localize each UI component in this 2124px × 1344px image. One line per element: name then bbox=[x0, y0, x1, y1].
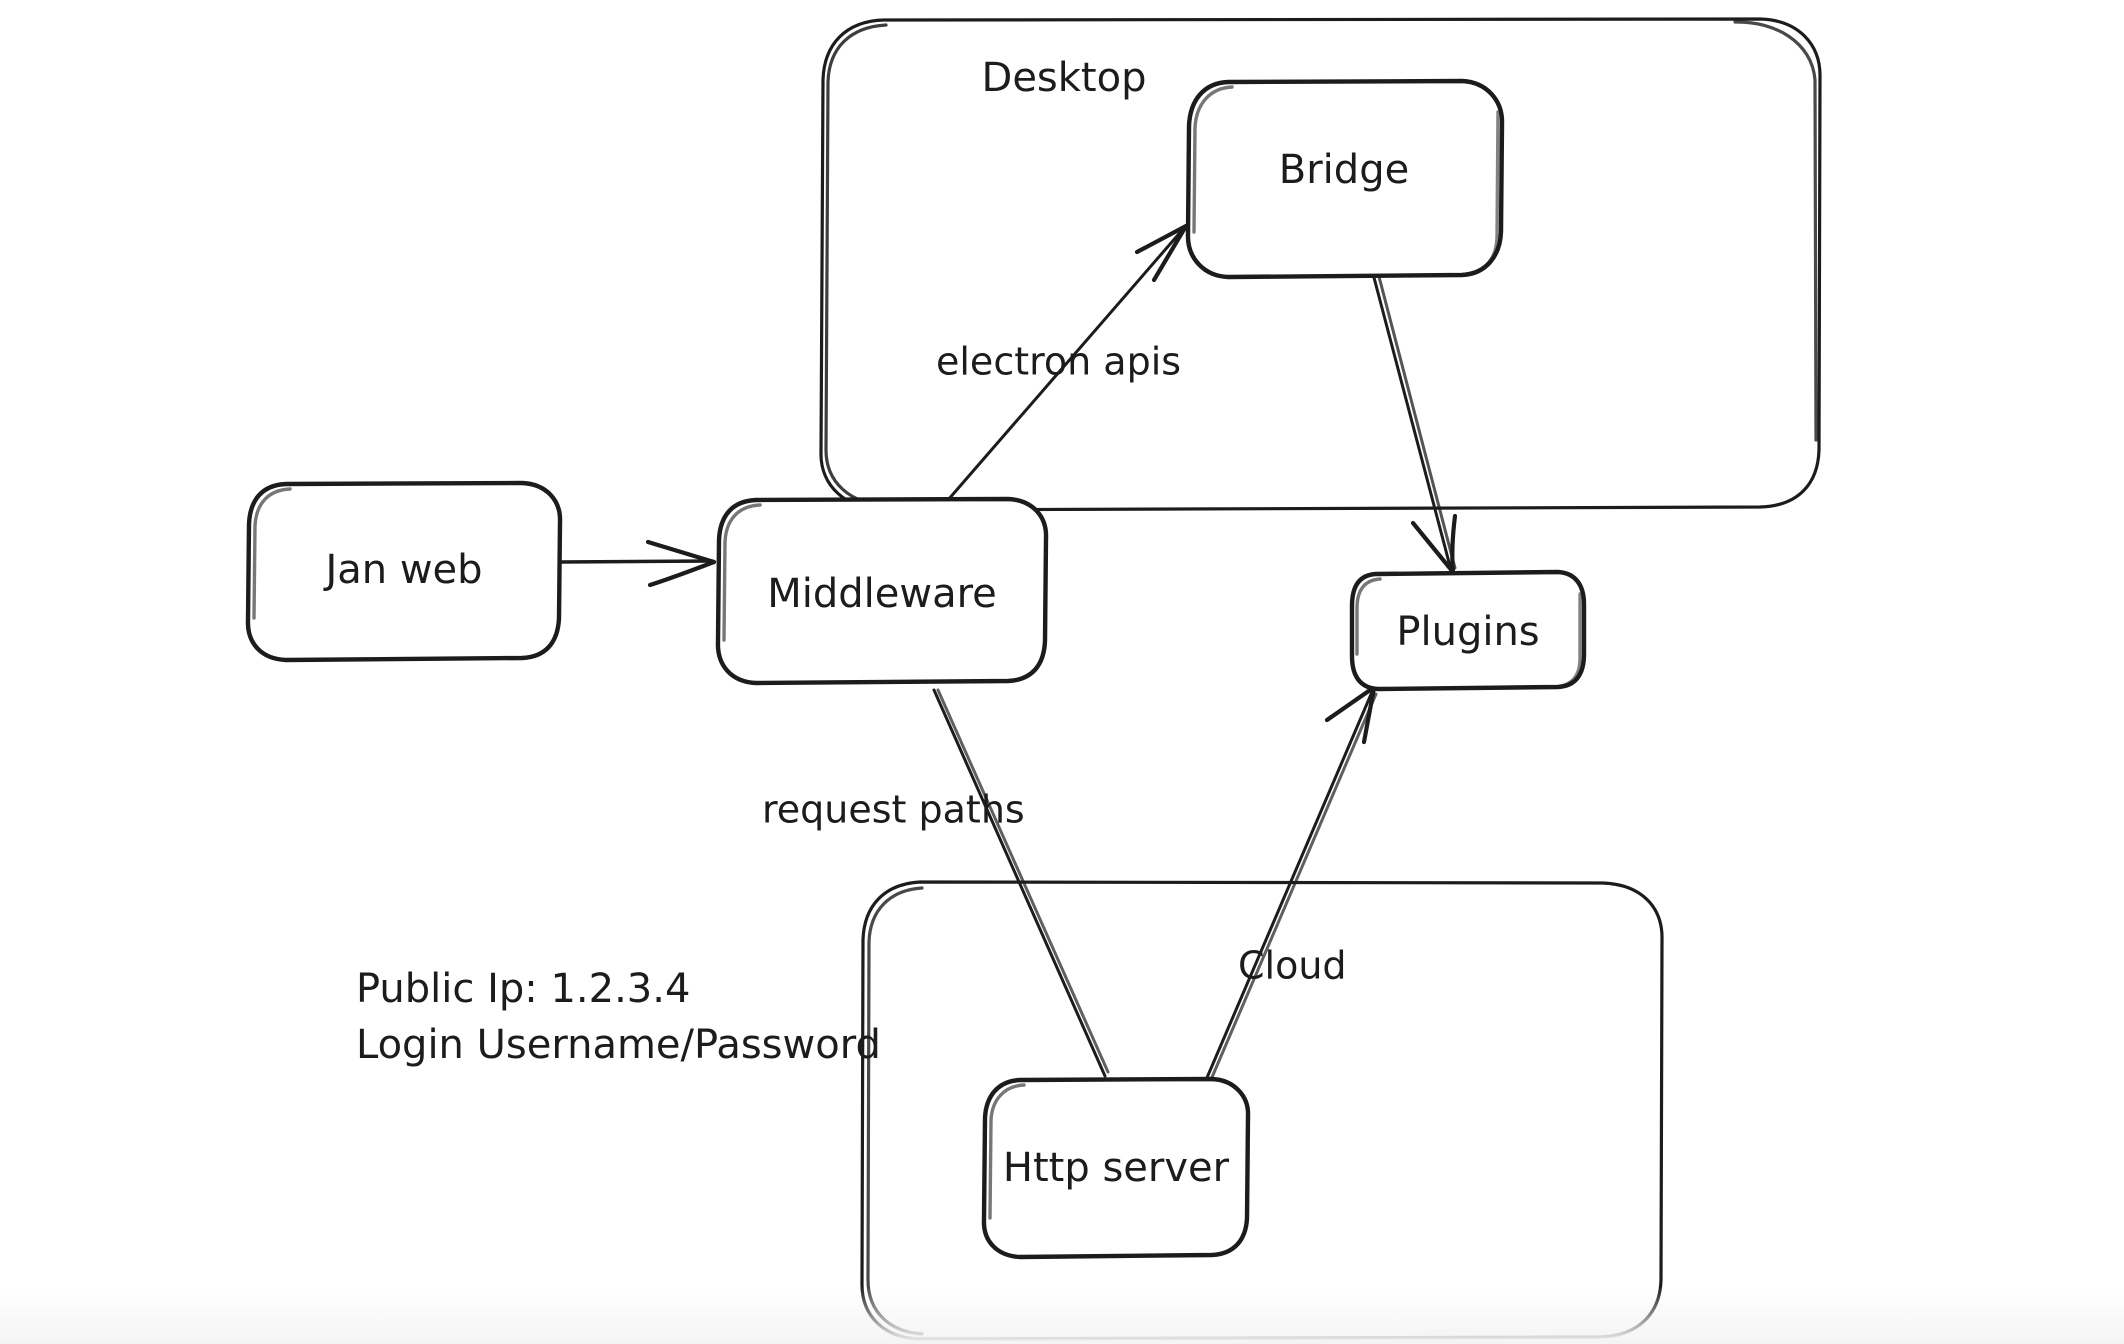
desktop-container-sketch-stroke-2 bbox=[1733, 20, 1818, 442]
node-middleware[interactable]: Middleware bbox=[715, 496, 1049, 686]
arrowhead-upper-barb bbox=[645, 539, 717, 565]
edge-line-sketch bbox=[936, 688, 1110, 1074]
arrowhead-right-barb bbox=[1450, 513, 1458, 575]
http-server-label: Http server bbox=[1003, 1145, 1230, 1191]
middleware-box-sketch bbox=[722, 503, 762, 642]
login-credentials-note: Login Username/Password bbox=[356, 1022, 881, 1068]
plugins-box-sketch-2 bbox=[1552, 592, 1582, 689]
jan-web-box-sketch bbox=[252, 487, 292, 620]
edge-middleware-to-bridge[interactable] bbox=[946, 223, 1189, 502]
edge-bridge-to-plugins[interactable] bbox=[1370, 267, 1458, 575]
bridge-label: Bridge bbox=[1279, 147, 1409, 193]
node-jan-web[interactable]: Jan web bbox=[245, 480, 563, 663]
arrowhead-right-barb bbox=[1361, 685, 1377, 745]
arrowhead-left-barb bbox=[1410, 520, 1456, 575]
node-bridge[interactable]: Bridge bbox=[1185, 78, 1505, 280]
edge-line-sketch bbox=[1208, 692, 1378, 1084]
cloud-edge-label: Cloud bbox=[1238, 944, 1347, 988]
electron-apis-edge-label: electron apis bbox=[936, 340, 1181, 384]
desktop-container-outline bbox=[819, 17, 1822, 512]
public-ip-note: Public Ip: 1.2.3.4 bbox=[356, 966, 690, 1012]
node-plugins[interactable]: Plugins bbox=[1349, 569, 1587, 692]
jan-web-label: Jan web bbox=[322, 547, 482, 593]
edge-middleware-to-http[interactable] bbox=[932, 688, 1110, 1078]
bridge-box-sketch-2 bbox=[1456, 110, 1500, 277]
arrowhead-upper-barb bbox=[1134, 223, 1189, 255]
desktop-container-label: Desktop bbox=[982, 55, 1147, 101]
bridge-box-sketch bbox=[1192, 85, 1234, 234]
edge-line bbox=[946, 226, 1186, 502]
arrowhead-left-barb bbox=[1324, 685, 1376, 723]
middleware-label: Middleware bbox=[767, 571, 997, 617]
edge-web-to-middleware[interactable] bbox=[558, 539, 717, 588]
request-paths-edge-label: request paths bbox=[762, 788, 1025, 832]
edge-line bbox=[932, 688, 1107, 1078]
edge-line bbox=[1204, 690, 1374, 1082]
desktop-container-sketch-stroke bbox=[824, 23, 888, 507]
edge-line-sketch bbox=[1375, 267, 1457, 570]
node-http-server[interactable]: Http server bbox=[981, 1076, 1251, 1260]
http-server-box-sketch bbox=[988, 1083, 1026, 1220]
edge-http-to-plugins[interactable] bbox=[1204, 685, 1378, 1084]
middleware-box bbox=[715, 496, 1049, 686]
plugins-box-sketch bbox=[1355, 577, 1382, 656]
edge-line bbox=[558, 559, 714, 564]
edge-line bbox=[1370, 268, 1453, 572]
http-server-box bbox=[981, 1076, 1251, 1260]
jan-web-box bbox=[245, 480, 563, 663]
plugins-label: Plugins bbox=[1396, 609, 1539, 655]
arrowhead-lower-barb bbox=[647, 559, 717, 588]
arrowhead-lower-barb bbox=[1151, 223, 1189, 283]
cloud-group-sketch-stroke bbox=[866, 886, 924, 1336]
